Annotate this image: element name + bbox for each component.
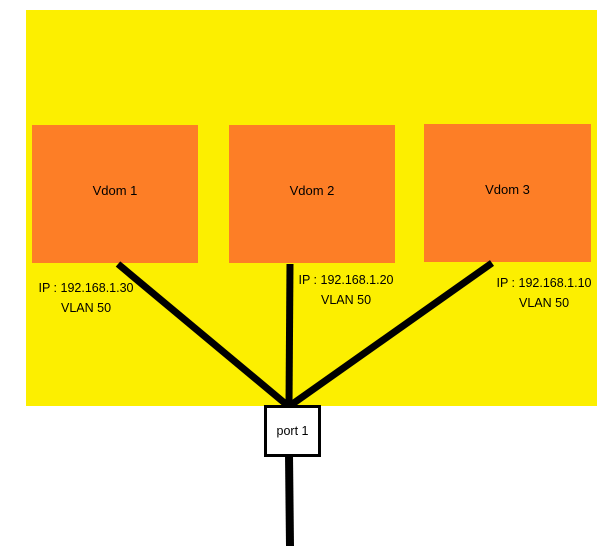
vdom-address-2: IP : 192.168.1.20 VLAN 50 [294,270,398,310]
vdom-label-2: Vdom 2 [289,182,335,198]
vdom-vlan-1: VLAN 50 [60,301,112,315]
vdom-box-3: Vdom 3 [424,124,591,262]
vdom-label-1: Vdom 1 [92,182,138,198]
link-vdom-3 [288,260,495,408]
vdom-ip-1: IP : 192.168.1.30 [38,281,134,295]
vdom-box-2: Vdom 2 [229,125,395,263]
link-vdom-2 [285,263,294,406]
vdom-vlan-3: VLAN 50 [518,296,570,310]
vdom-address-3: IP : 192.168.1.10 VLAN 50 [492,273,596,313]
uplink-line [285,454,294,546]
vdom-address-1: IP : 192.168.1.30 VLAN 50 [30,278,142,318]
vdom-vlan-2: VLAN 50 [320,293,372,307]
vdom-ip-3: IP : 192.168.1.10 [496,276,592,290]
link-vdom-1 [115,261,290,408]
vdom-label-3: Vdom 3 [485,181,530,197]
port-label: port 1 [276,424,309,438]
port-box: port 1 [264,405,321,457]
vdom-box-1: Vdom 1 [32,125,198,263]
vdom-ip-2: IP : 192.168.1.20 [298,273,394,287]
